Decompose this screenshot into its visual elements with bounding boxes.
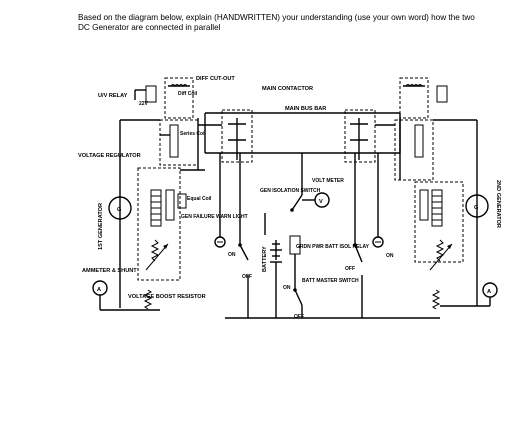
label-voltage-boost-resistor: VOLTAGE BOOST RESISTOR — [128, 294, 206, 300]
label-first-generator: 1ST GENERATOR — [98, 203, 104, 250]
label-on-center: ON — [283, 285, 291, 291]
label-main-bus-bar: MAIN BUS BAR — [285, 106, 326, 112]
label-g-right: G — [474, 205, 478, 211]
label-a-right: A — [487, 289, 491, 295]
label-voltage-regulator: VOLTAGE REGULATOR — [78, 153, 141, 159]
label-batt-master-switch: BATT MASTER SWITCH — [302, 278, 359, 284]
diff-coil-left — [168, 84, 190, 87]
label-diff-cut-out: DIFF CUT-OUT — [196, 76, 235, 82]
label-gen-failure-warn-light: GEN FAILURE WARN LIGHT — [181, 214, 248, 220]
battery — [270, 240, 282, 318]
main-bus-bar — [204, 112, 401, 154]
label-gen-isolation-switch: GEN ISOLATION SWITCH — [260, 188, 321, 194]
label-off-center: OFF — [294, 314, 304, 320]
label-off-right: OFF — [345, 266, 355, 272]
label-22v: 22V — [139, 101, 149, 107]
label-a-left: A — [97, 287, 101, 293]
label-off-left: OFF — [242, 274, 252, 280]
label-ammeter-shunt: AMMETER & SHUNT — [82, 268, 137, 274]
label-g-left: G — [117, 207, 121, 213]
label-uv-relay: U/V RELAY — [98, 93, 128, 99]
label-v: V — [319, 199, 323, 205]
label-volt-meter: VOLT METER — [312, 178, 344, 184]
label-on-right: ON — [386, 253, 394, 259]
label-second-generator: 2ND GENERATOR — [495, 180, 501, 228]
label-equal-coil: Equal Coil — [187, 196, 212, 202]
label-battery: BATTERY — [262, 246, 268, 272]
label-main-contactor: MAIN CONTACTOR — [262, 86, 313, 92]
label-series-coil: Series Coil — [180, 131, 206, 137]
left-generator-circuit — [92, 77, 305, 319]
label-batt-isol-relay: GRDN PWR BATT ISOL RELAY — [296, 244, 370, 250]
label-diff-coil: Diff Coil — [178, 91, 198, 97]
label-on-left: ON — [228, 252, 236, 258]
center-battery-circuit — [264, 153, 330, 318]
question-text: Based on the diagram below, explain (HAN… — [78, 13, 475, 32]
right-generator-circuit — [305, 77, 498, 319]
